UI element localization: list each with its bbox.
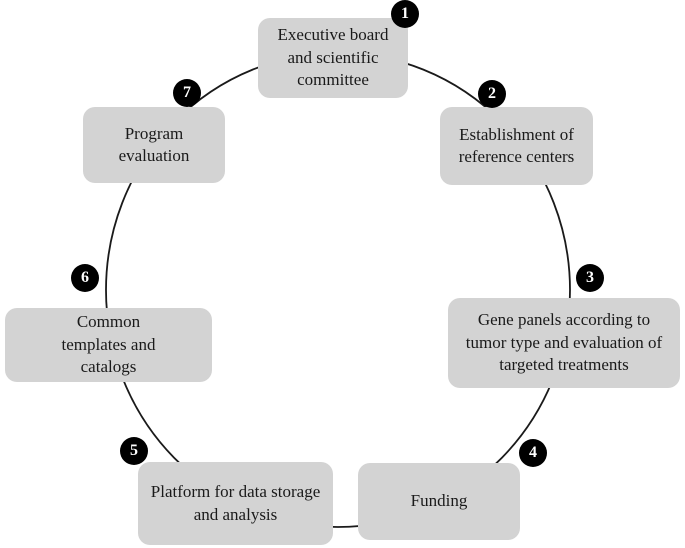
step-number-badge: 6 — [71, 264, 99, 292]
step-number-badge: 2 — [478, 80, 506, 108]
step-label: Common templates and catalogs — [61, 312, 156, 377]
step-box-funding: 4 Funding — [358, 439, 547, 540]
step-box-data-platform: 5 Platform for data storage and analysis — [120, 437, 333, 545]
step-label: Executive board and scientific committee — [277, 25, 389, 90]
step-number-badge: 4 — [519, 439, 547, 467]
step-box-program-evaluation: 7 Program evaluation — [83, 79, 225, 183]
step-number-badge: 5 — [120, 437, 148, 465]
step-number-badge: 1 — [391, 0, 419, 28]
step-box-executive-board: 1 Executive board and scientific committ… — [258, 0, 419, 98]
step-box-templates-catalogs: 6 Common templates and catalogs — [5, 264, 212, 382]
step-number-badge: 7 — [173, 79, 201, 107]
step-label: Program evaluation — [118, 123, 190, 165]
step-label: Platform for data storage and analysis — [150, 482, 321, 524]
step-box-gene-panels: 3 Gene panels according to tumor type an… — [448, 264, 680, 388]
step-label: Establishment of reference centers — [458, 124, 575, 166]
step-label: Gene panels according to tumor type and … — [465, 310, 663, 375]
step-label: Funding — [410, 491, 468, 511]
step-number-badge: 3 — [576, 264, 604, 292]
step-box-reference-centers: 2 Establishment of reference centers — [440, 80, 593, 185]
